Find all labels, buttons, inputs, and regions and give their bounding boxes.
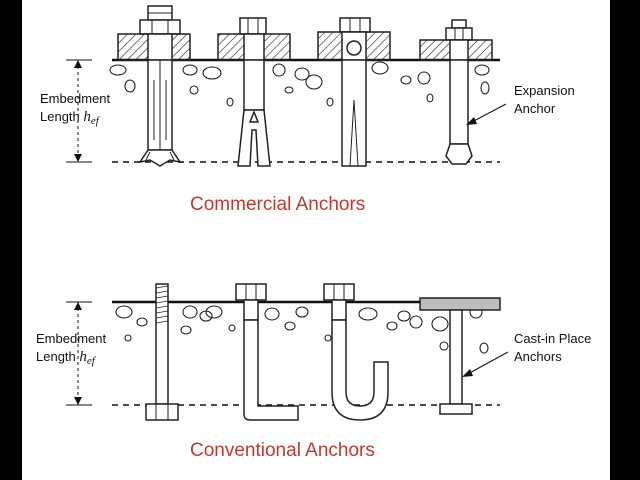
bottom-h-subscript: ef [86, 355, 95, 367]
bottom-h-symbol: h [79, 349, 87, 365]
bottom-embedment-label-line1: Embedment [36, 331, 107, 346]
top-anchor-1 [117, 5, 191, 167]
top-embedment-label-line1: Embedment [40, 91, 111, 106]
top-aggregate-stones [109, 61, 490, 107]
diagram-frame [22, 0, 610, 480]
bottom-anchor-1-rod [145, 283, 179, 421]
bottom-callout-line1: Cast-in Place [514, 331, 592, 346]
top-anchor-2 [217, 17, 291, 167]
top-callout-arrow [466, 103, 507, 125]
top-title: Commercial Anchors [190, 194, 366, 215]
bottom-callout-line2: Anchors [514, 349, 562, 364]
bottom-aggregate-stones [115, 305, 489, 354]
bottom-callout-label: Cast-in Place Anchors [514, 330, 591, 366]
top-callout-line1: Expansion [514, 83, 575, 98]
bottom-embedment-label: Embedment Length hef [36, 330, 106, 370]
top-embedment-label: Embedment Length hef [40, 90, 110, 130]
top-h-subscript: ef [90, 115, 99, 127]
bottom-embedment-label-line2: Length hef [36, 349, 95, 367]
top-anchor-3 [317, 17, 391, 167]
bottom-callout-arrow [462, 351, 509, 377]
top-dimension-arrow [66, 59, 92, 163]
bottom-anchor-4-headed-stud [419, 297, 501, 415]
top-h-symbol: h [83, 109, 91, 125]
top-callout-label: Expansion Anchor [514, 82, 575, 118]
top-embedment-label-line2: Length hef [40, 109, 99, 127]
bottom-anchor-3-j-bolt [323, 283, 389, 421]
bottom-title: Conventional Anchors [190, 440, 375, 461]
bottom-anchor-2-l-bolt [235, 283, 299, 421]
top-anchor-4-expansion [419, 19, 493, 165]
bottom-dimension-arrow [66, 301, 92, 406]
top-callout-line2: Anchor [514, 101, 556, 116]
